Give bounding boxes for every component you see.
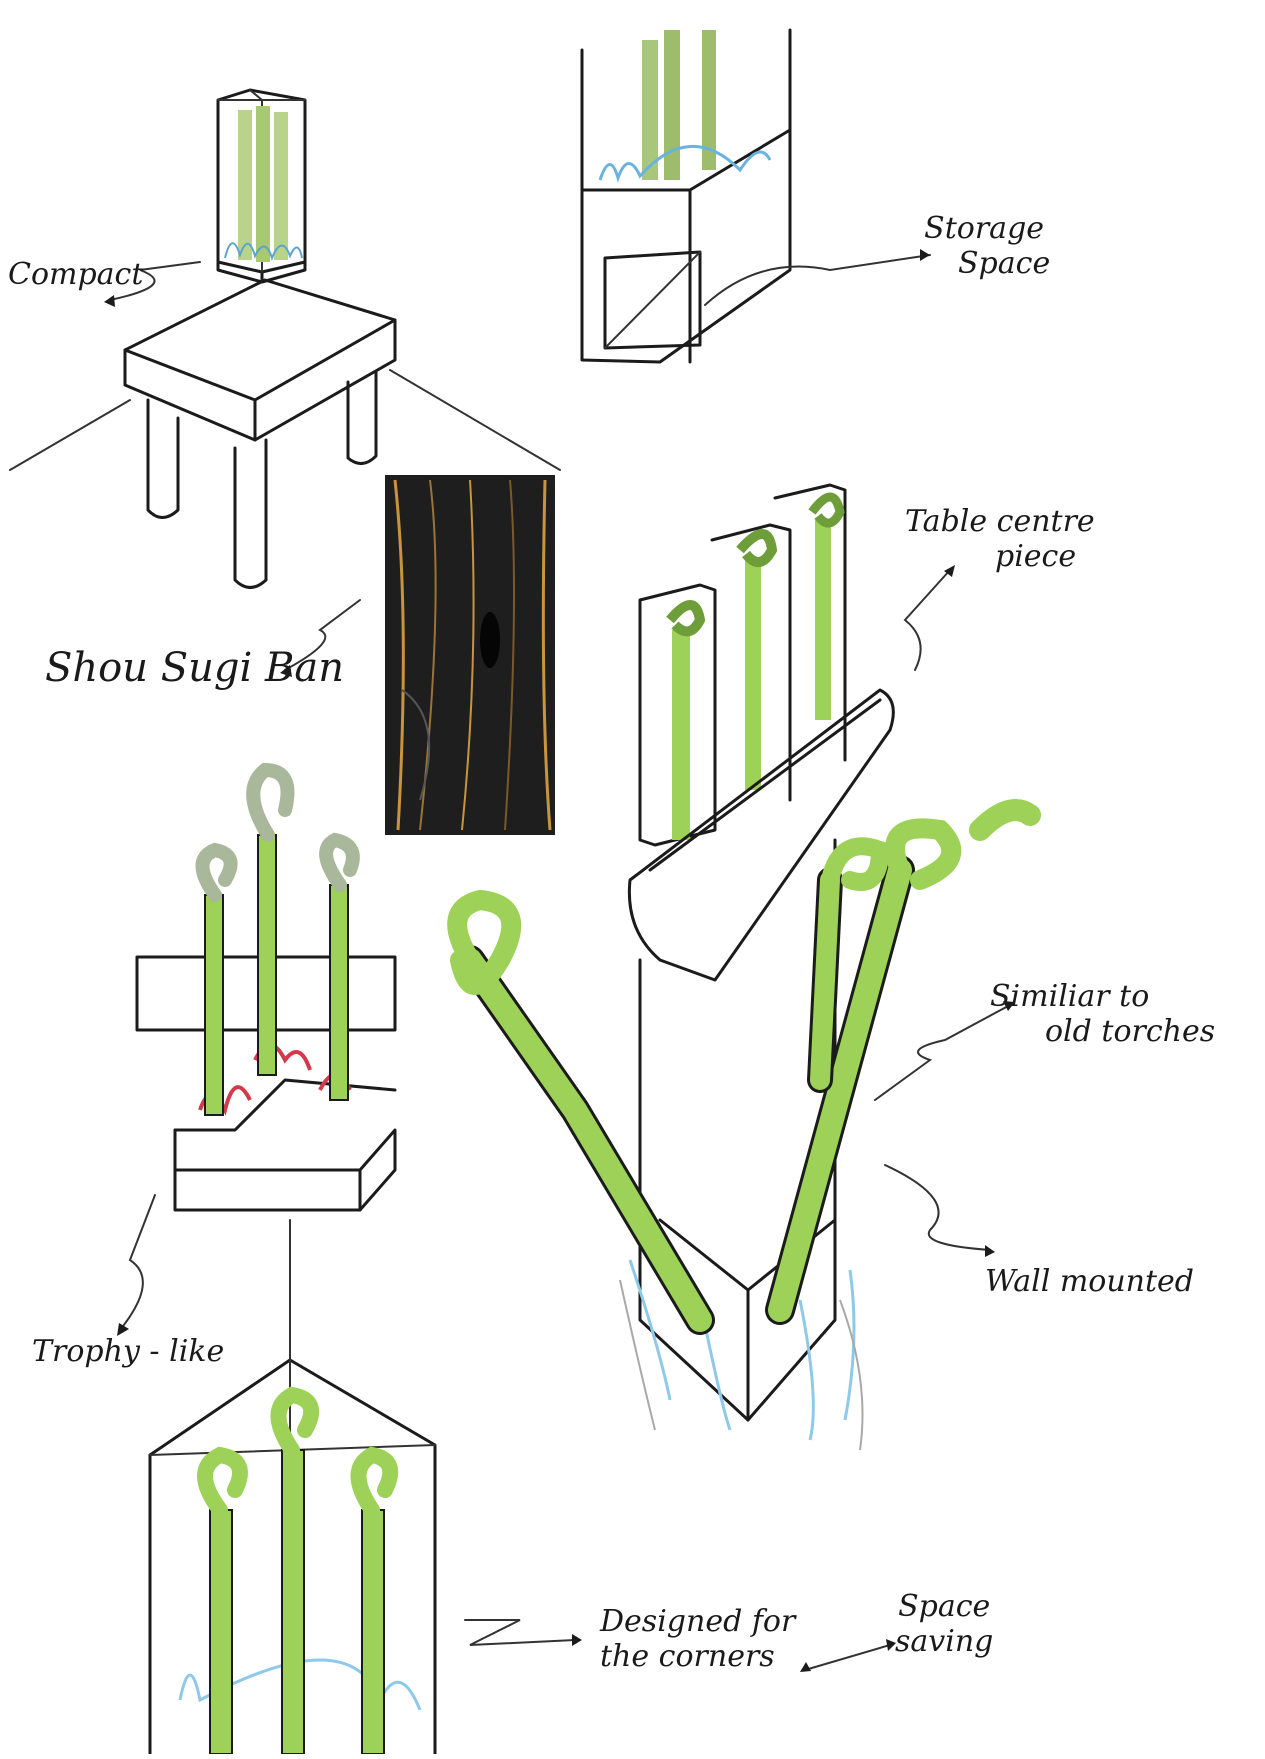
table-centre-line-2: piece [995, 538, 1077, 574]
similar-line-1: Similiar to [990, 979, 1150, 1014]
compact-label: Compact [8, 257, 144, 292]
storage-space-label: Storage Space [918, 211, 1051, 281]
shou-sugi-ban-label: Shou Sugi Ban [45, 645, 345, 691]
trophy-like-planter [117, 762, 397, 1361]
trophy-like-label: Trophy - like [32, 1334, 225, 1369]
space-saving-line-1: Space [898, 1589, 991, 1624]
table-centre-piece-label: Table centre piece [905, 504, 1095, 574]
storage-label-line-2: Space [958, 245, 1051, 281]
wall-mounted-label: Wall mounted [985, 1264, 1195, 1299]
similar-line-2: old torches [1045, 1013, 1216, 1049]
storage-label-line-1: Storage [924, 211, 1045, 246]
charred-wood-swatch [280, 475, 555, 835]
space-saving-label: Space saving [895, 1589, 994, 1659]
designed-for-corners-label: Designed for the corners [600, 1604, 796, 1674]
table-centre-piece [627, 483, 955, 982]
wall-mounted-torch [447, 799, 1041, 1451]
table-centre-line-1: Table centre [905, 504, 1095, 539]
designed-line-2: the corners [600, 1638, 775, 1674]
stool-with-compact-planter [9, 88, 561, 589]
storage-column [580, 28, 931, 364]
similar-to-torches-label: Similiar to old torches [990, 979, 1216, 1049]
space-saving-line-2: saving [895, 1623, 994, 1659]
designed-line-1: Designed for [600, 1604, 796, 1639]
corner-planter [148, 1358, 896, 1756]
compact-pointer [109, 261, 201, 301]
